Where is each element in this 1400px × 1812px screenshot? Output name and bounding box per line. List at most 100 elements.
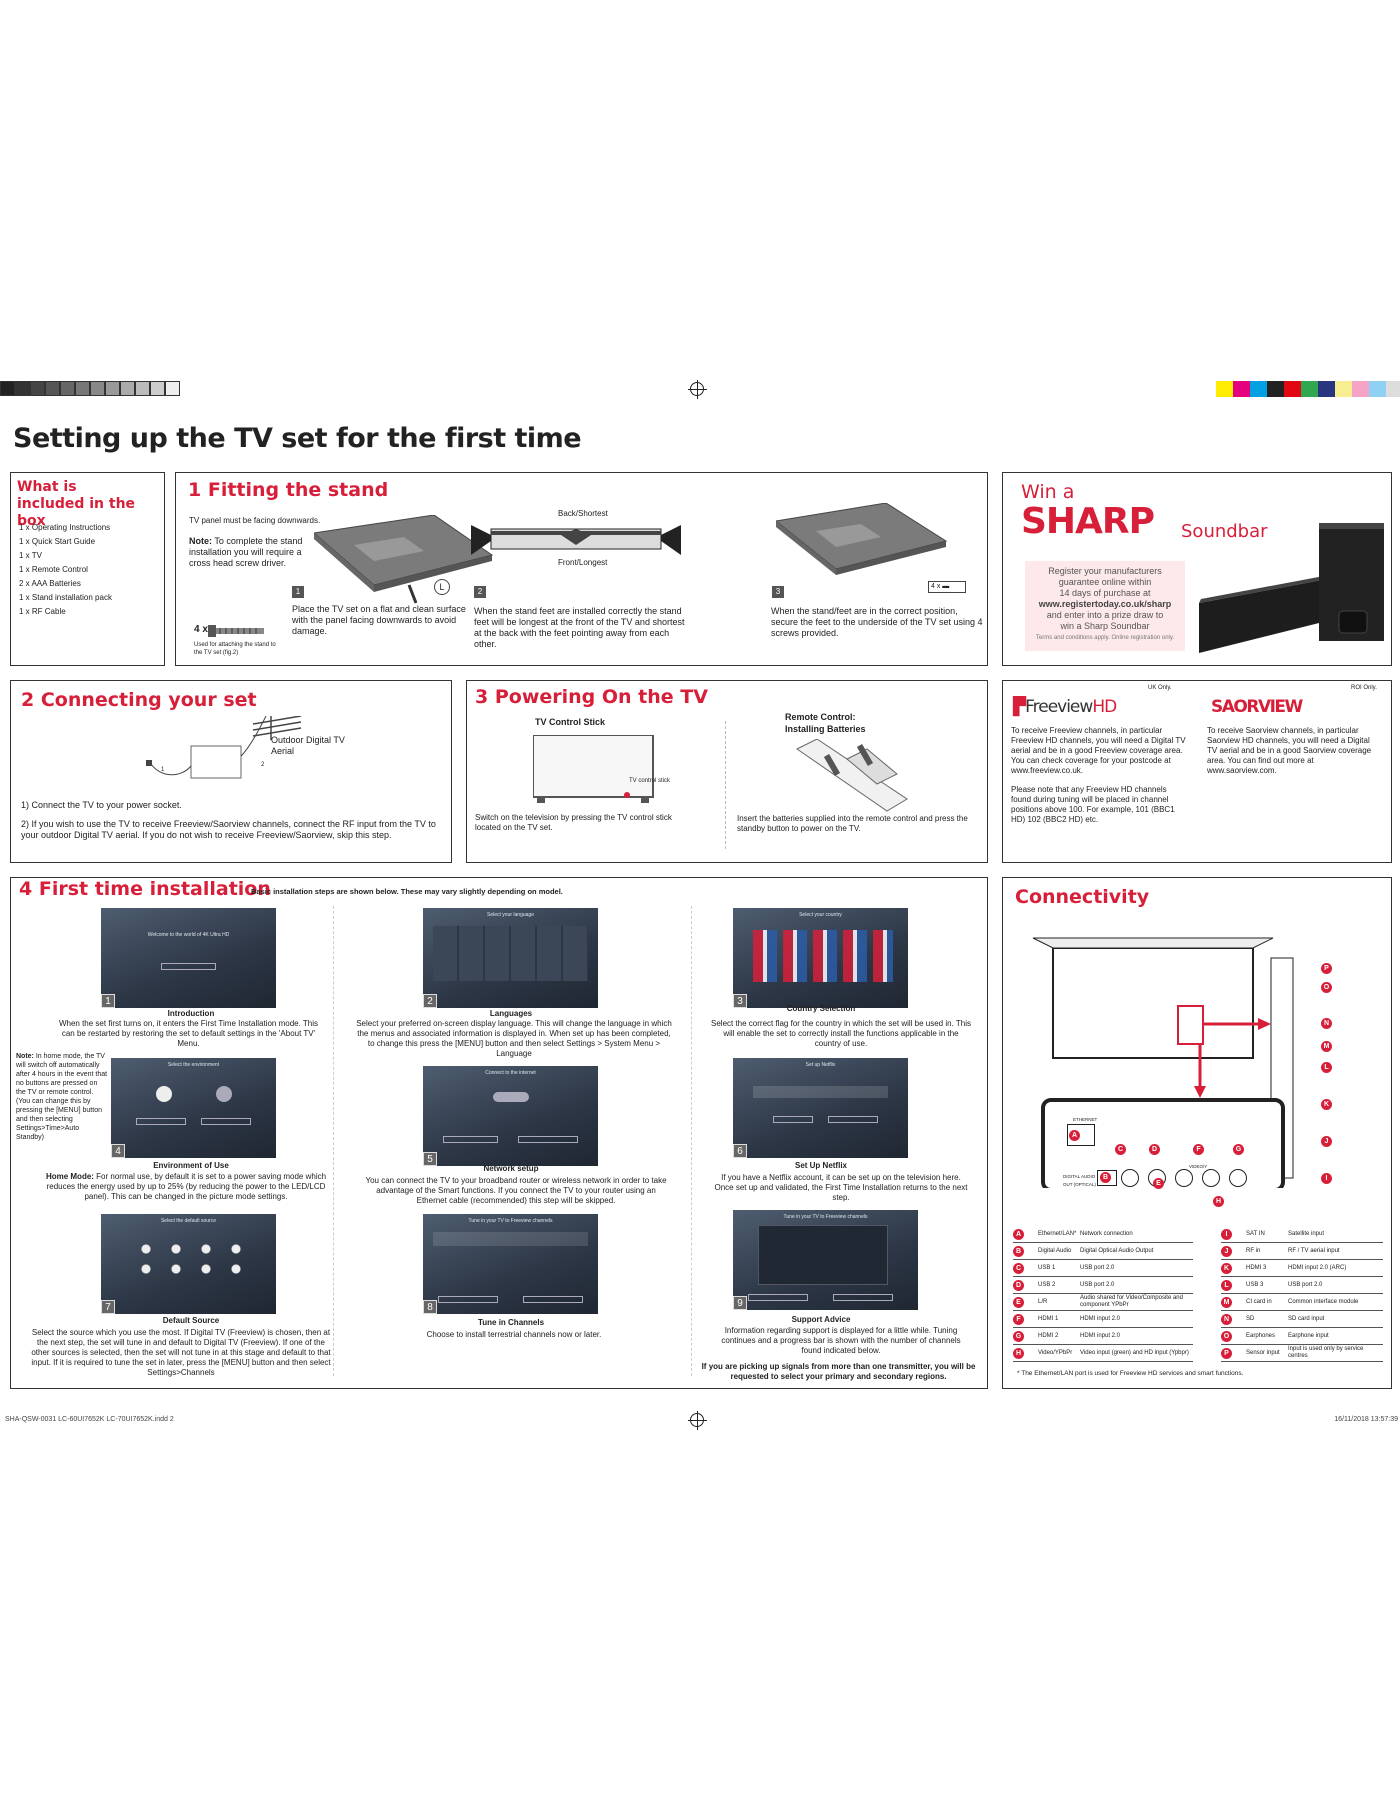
port-marker: F: [1193, 1144, 1204, 1155]
step-caption: Tune in Channels: [477, 1318, 545, 1327]
screw-icon: [208, 625, 264, 637]
registration-mark-icon: [688, 1411, 707, 1430]
tv-stand-fitted-illustration: [776, 503, 948, 575]
connecting-panel: 2 Connecting your set 1 2 Outdoor Digita…: [10, 680, 452, 863]
tv-facedown-illustration: [314, 515, 494, 604]
screen-tune-in: Tune in your TV to Freeview channels 8: [423, 1214, 598, 1314]
step-caption: Country Selection: [786, 1004, 856, 1013]
port-marker: M: [1321, 1041, 1332, 1052]
screen-default-source: Select the default source 7: [101, 1214, 276, 1314]
registration-mark-icon: [688, 380, 707, 399]
included-list: 1 x Operating Instructions 1 x Quick Sta…: [19, 523, 112, 621]
connecting-title: 2 Connecting your set: [21, 689, 257, 711]
saorview-logo: SAORVIEW: [1211, 697, 1303, 717]
screws-count: 4 x: [194, 624, 208, 635]
remote-title: Remote Control: Installing Batteries: [785, 712, 866, 734]
step-text: You can connect the TV to your broadband…: [365, 1176, 667, 1205]
step-caption: Network setup: [483, 1164, 539, 1173]
install-subtitle: Basic installation steps are shown below…: [251, 887, 563, 896]
list-item: 1 x Stand installation pack: [19, 593, 112, 602]
included-title: What is included in the box: [17, 479, 136, 529]
step-number: 2: [474, 586, 486, 598]
port-marker: P: [1321, 963, 1332, 974]
uk-only: UK Only.: [1148, 685, 1172, 691]
screen-netflix: Set up Netflix 6: [733, 1058, 908, 1158]
divider: [691, 906, 692, 1376]
port-marker: N: [1321, 1018, 1332, 1029]
step-text: Information regarding support is display…: [721, 1326, 961, 1355]
promo-box: Register your manufacturers guarantee on…: [1025, 561, 1185, 651]
port-marker: O: [1321, 982, 1332, 993]
promo-url[interactable]: www.registertoday.co.uk/sharp: [1038, 599, 1172, 609]
tv-front-illustration: [533, 735, 654, 803]
port-marker: I: [1321, 1173, 1332, 1184]
sharp-logo: SHARP: [1021, 501, 1155, 542]
port-marker: A: [1069, 1130, 1080, 1141]
connectivity-panel: Connectivity ETHERNET DIGITAL AUDIO OUT …: [1002, 877, 1392, 1389]
port-marker: E: [1153, 1178, 1164, 1189]
divider: [333, 906, 334, 1376]
connectivity-footnote: * The Ethernet/LAN port is used for Free…: [1017, 1370, 1244, 1377]
list-item: 1 x Remote Control: [19, 565, 88, 574]
page-title: Setting up the TV set for the first time: [13, 423, 582, 454]
aerial-mark-2: 2: [261, 762, 265, 768]
stand-note: Note: To complete the stand installation…: [189, 536, 303, 568]
marker-l: L: [434, 579, 450, 595]
roi-only: ROI Only.: [1351, 685, 1377, 691]
promo-product: Soundbar: [1181, 521, 1268, 542]
stick-text: Switch on the television by pressing the…: [475, 813, 672, 832]
footer-date: 16/11/2018 13:57:39: [1334, 1416, 1398, 1423]
port-marker: B: [1100, 1172, 1111, 1183]
grayscale-bar: [0, 381, 180, 396]
port-marker: L: [1321, 1062, 1332, 1073]
port-marker: K: [1321, 1099, 1332, 1110]
stand-title: 1 Fitting the stand: [188, 479, 389, 501]
stand-panel: 1 Fitting the stand TV panel must be fac…: [175, 472, 988, 666]
remote-text: Insert the batteries supplied into the r…: [737, 814, 968, 833]
front-label: Front/Longest: [558, 558, 608, 567]
optical-port: [1097, 1170, 1117, 1186]
step-text: Home Mode: For normal use, by default it…: [45, 1172, 327, 1201]
screws-small: 4 x ▬: [928, 581, 966, 593]
promo-panel: Win a SHARP Soundbar Register your manuf…: [1002, 472, 1392, 666]
tv-back-illustration: [1032, 937, 1294, 1188]
list-item: 1 x Operating Instructions: [19, 523, 111, 532]
step-text: Select your preferred on-screen display …: [356, 1019, 672, 1058]
step-caption: Set Up Netflix: [794, 1161, 847, 1170]
connectivity-title: Connectivity: [1015, 886, 1150, 908]
powering-title: 3 Powering On the TV: [475, 686, 708, 708]
panel-optical-label: DIGITAL AUDIO OUT (OPTICAL): [1063, 1174, 1096, 1187]
included-panel: What is included in the box 1 x Operatin…: [10, 472, 165, 666]
screen-support: Tune in your TV to Freeview channels 9: [733, 1210, 918, 1310]
av-ports: [1121, 1169, 1247, 1187]
port-marker: J: [1321, 1136, 1332, 1147]
step-text: If you have a Netflix account, it can be…: [714, 1173, 968, 1202]
step-text: When the stand feet are installed correc…: [474, 606, 685, 649]
step-caption: Support Advice: [791, 1315, 851, 1324]
stand-orientation-illustration: [471, 525, 681, 555]
divider: [725, 721, 726, 849]
step-number: 1: [292, 586, 304, 598]
step-caption: Default Source: [162, 1316, 220, 1325]
step-text: When the set first turns on, it enters t…: [58, 1019, 319, 1048]
panel-ethernet-label: ETHERNET: [1073, 1117, 1098, 1122]
saorview-text: To receive Saorview channels, in particu…: [1207, 726, 1372, 775]
aerial-label: Outdoor Digital TV Aerial: [271, 735, 345, 756]
aerial-connection-illustration: [146, 716, 302, 779]
freeview-panel: UK Only. ROI Only. ▛FreeviewHD To receiv…: [1002, 680, 1392, 863]
port-marker: G: [1233, 1144, 1244, 1155]
freeview-text: To receive Freeview channels, in particu…: [1011, 726, 1186, 775]
step-caption: Environment of Use: [153, 1161, 229, 1170]
